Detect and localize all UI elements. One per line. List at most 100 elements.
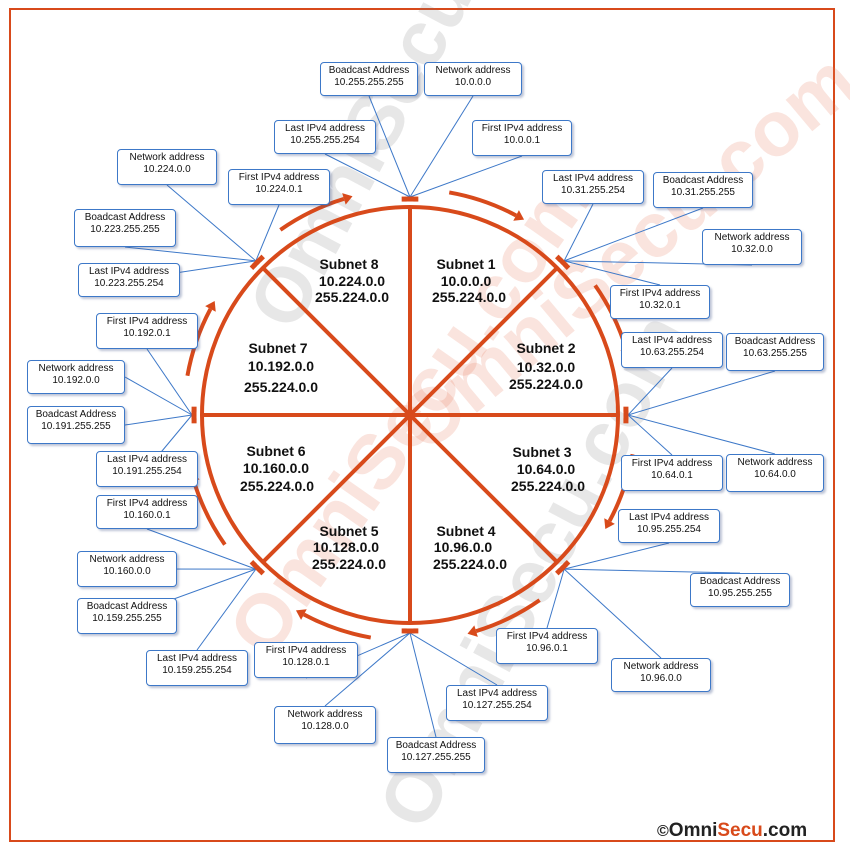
- boundary-marker: [563, 262, 571, 270]
- arrow-head: [467, 625, 478, 637]
- subnet-6-network: 10.160.0.0: [243, 460, 309, 476]
- subnet-5-network: 10.128.0.0: [313, 539, 379, 555]
- leader-line: [146, 528, 257, 570]
- leader-line: [627, 367, 673, 416]
- boundary-marker: [191, 406, 197, 412]
- direction-arrow: [191, 480, 227, 546]
- leader-line: [368, 95, 411, 198]
- boundary-marker: [623, 418, 629, 424]
- leader-line: [409, 155, 523, 198]
- leader-line: [564, 568, 741, 574]
- boundary-marker: [257, 254, 265, 262]
- subnet-4-title: Subnet 4: [436, 523, 495, 539]
- diagram-frame: [9, 8, 835, 842]
- direction-arrow: [279, 196, 345, 232]
- copyright-notice: ©OmniSecu.com: [657, 820, 808, 841]
- leader-line: [564, 260, 661, 286]
- spoke-line: [408, 266, 559, 417]
- leader-line: [409, 95, 474, 198]
- leader-line: [546, 569, 565, 629]
- leader-line: [196, 568, 257, 651]
- leader-line: [324, 153, 411, 198]
- subnet-6-mask: 255.224.0.0: [240, 478, 314, 494]
- boundary-marker: [413, 196, 419, 202]
- boundary-marker: [191, 418, 197, 424]
- leader-line: [255, 204, 280, 262]
- boundary-marker: [623, 406, 629, 412]
- subnet-4-mask: 255.224.0.0: [433, 556, 507, 572]
- boundary-marker: [555, 568, 563, 576]
- subnet-6-title: Subnet 6: [246, 443, 305, 459]
- spoke-line: [261, 413, 412, 564]
- subnet-2-mask: 255.224.0.0: [509, 376, 583, 392]
- boundary-marker: [409, 628, 415, 634]
- boundary-marker: [401, 628, 407, 634]
- subnet-3-mask: 255.224.0.0: [511, 478, 585, 494]
- leader-line: [124, 246, 256, 262]
- boundary-marker: [191, 414, 197, 420]
- direction-arrow: [448, 190, 518, 218]
- leader-line: [146, 348, 193, 416]
- subnet-8-title: Subnet 8: [319, 256, 378, 272]
- subnet-2-network: 10.32.0.0: [517, 359, 576, 375]
- boundary-marker: [405, 196, 411, 202]
- subnet-1-mask: 255.224.0.0: [432, 289, 506, 305]
- boundary-marker: [249, 560, 257, 568]
- boundary-marker: [413, 628, 419, 634]
- boundary-marker: [623, 414, 629, 420]
- arrow-head: [295, 609, 307, 620]
- arrow-head: [604, 518, 615, 530]
- leader-line: [563, 203, 594, 262]
- boundary-markers: [191, 196, 629, 634]
- subnet-3-title: Subnet 3: [512, 444, 571, 460]
- spoke-line: [261, 266, 412, 417]
- subnet-1-title: Subnet 1: [436, 256, 495, 272]
- leader-line: [324, 632, 411, 707]
- subnet-7-network: 10.192.0.0: [248, 358, 314, 374]
- subnet-3-network: 10.64.0.0: [517, 461, 576, 477]
- boundary-marker: [409, 196, 415, 202]
- boundary-marker: [623, 410, 629, 416]
- leader-line: [627, 370, 776, 416]
- boundary-marker: [401, 196, 407, 202]
- spokes: [202, 207, 618, 623]
- leader-line: [564, 542, 670, 570]
- leader-line: [563, 568, 662, 659]
- direction-arrow: [302, 612, 372, 640]
- subnet-4-network: 10.96.0.0: [434, 539, 493, 555]
- subnet-7-title: Subnet 7: [248, 340, 307, 356]
- leader-line: [409, 632, 437, 738]
